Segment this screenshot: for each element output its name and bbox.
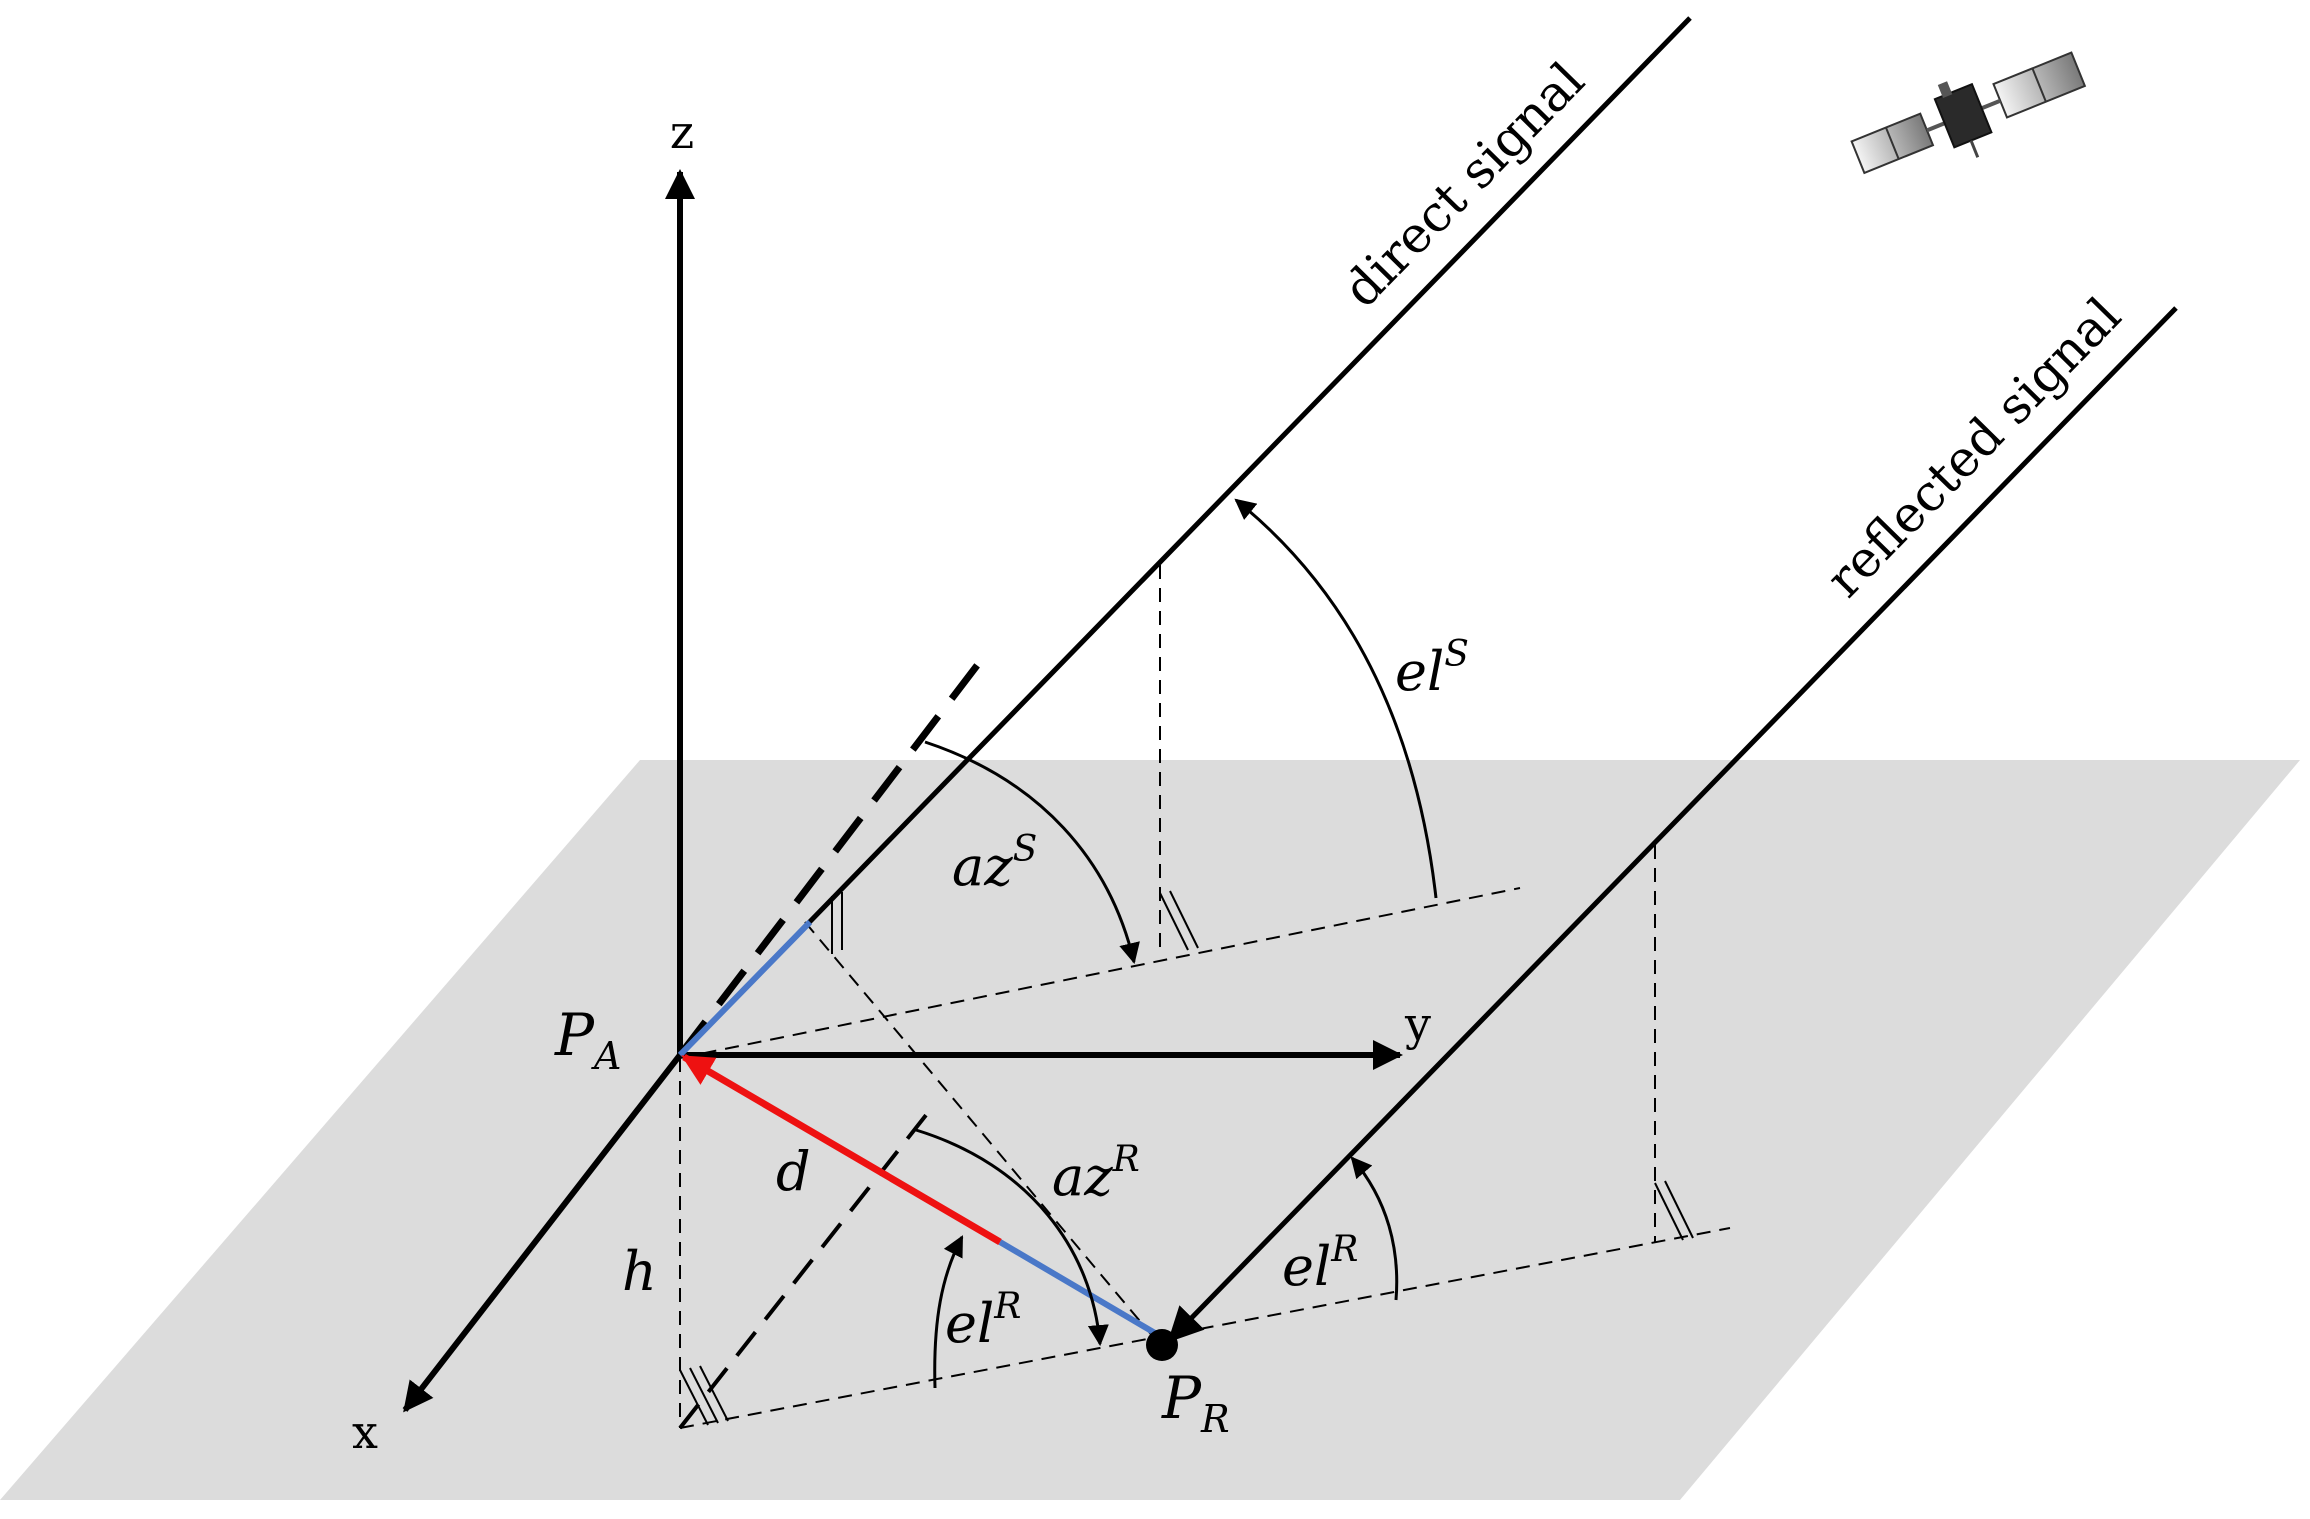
x-axis-label: x [352,1405,378,1459]
blue-direct-segment [677,919,813,1058]
arc-el-s [1234,498,1438,899]
el-s-label: elS [1395,634,1469,703]
blue-reflect-segment [998,1239,1162,1339]
arc-el-r2 [1350,1156,1399,1301]
az-s-label: azS [952,829,1037,898]
reflected-signal-label: reflected signal [1815,287,2132,609]
height-h-label: h [622,1240,657,1303]
reflection-point-label: PR [1161,1364,1230,1441]
right-angle-markers [679,890,1694,1426]
direct-signal-label: direct signal [1332,51,1595,318]
arc-el-r [933,1235,964,1389]
distance-d-label: d [776,1140,811,1203]
ground-plane [0,760,2300,1500]
satellite-icon [1850,51,2087,175]
y-axis-label: y [1404,997,1431,1051]
direct-extension-dashed [677,652,988,1058]
direct-signal-line [678,16,1692,1057]
reflection-point [1146,1329,1178,1361]
ground-projection-lines [679,565,1731,1429]
reflected-signal-line [1167,306,2178,1343]
arc-az-s [924,740,1140,965]
x-axis [402,1053,683,1413]
el-r-label: elR [945,1286,1021,1355]
antenna-point-label: PA [554,1001,621,1078]
angle-arcs [915,498,1438,1389]
reflected-projection-dashed [678,1108,932,1430]
axes [402,169,1403,1413]
az-r-label: azR [1052,1139,1140,1208]
z-axis-label: z [670,105,694,159]
distance-d-line [681,1053,1002,1246]
el-r2-label: elR [1282,1229,1358,1298]
arc-az-r [915,1128,1109,1347]
